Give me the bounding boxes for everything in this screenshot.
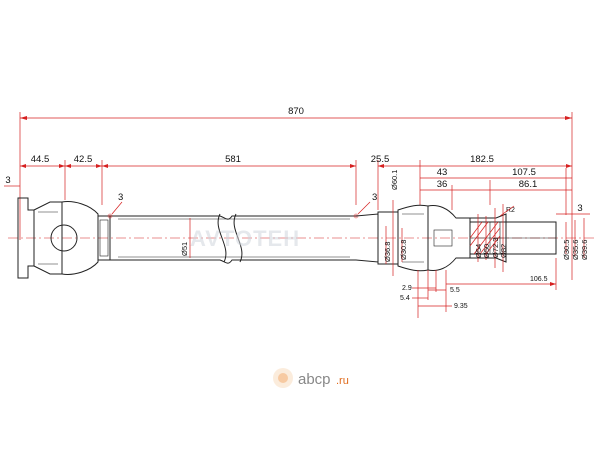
- dim-small-3a: 3: [118, 192, 123, 203]
- dia-30-8: Ø30.8: [399, 240, 408, 260]
- dim-left-3: 3: [5, 175, 10, 186]
- brand-logo: abcp .ru: [273, 368, 349, 388]
- dim-36: 36: [437, 179, 448, 190]
- dia-35-6: Ø35.6: [571, 240, 580, 260]
- tube: Ø51 3 3: [107, 192, 377, 264]
- logo-domain: .ru: [336, 375, 349, 387]
- bottom-dims: 2.9 5.5 5.4 9.35 106.5: [400, 258, 557, 318]
- dim-9-35: 9.35: [454, 303, 468, 310]
- dia-50: Ø50: [482, 244, 491, 258]
- dim-86-1: 86.1: [519, 179, 538, 190]
- dim-right-3: 3: [577, 203, 582, 214]
- dia-82: Ø82: [499, 244, 508, 258]
- dim-yoke: 42.5: [74, 154, 93, 165]
- extension-lines: [19, 112, 573, 280]
- dim-106-5: 106.5: [530, 276, 548, 283]
- dim-5-4: 5.4: [400, 295, 410, 302]
- watermark-text: AVTOTEH: [190, 226, 300, 251]
- flange-yoke: [17, 197, 111, 279]
- dia-54: Ø54: [474, 244, 483, 258]
- overall-dimension: 870: [20, 106, 572, 120]
- dim-overall: 870: [288, 106, 304, 117]
- dim-43: 43: [437, 167, 448, 178]
- dia-72-3: Ø72.3: [491, 238, 500, 258]
- dim-107-5: 107.5: [512, 167, 536, 178]
- dia-39-6: Ø39.6: [580, 240, 589, 260]
- dim-small-3b: 3: [372, 192, 377, 203]
- dim-tube: 581: [225, 154, 241, 165]
- dia-36-8: Ø36.8: [383, 242, 392, 262]
- dia-60-1: Ø60.1: [390, 170, 399, 190]
- dim-weld: 25.5: [371, 154, 390, 165]
- dim-flange: 44.5: [31, 154, 50, 165]
- dia-30-5: Ø30.5: [562, 240, 571, 260]
- tube-diameter: Ø51: [180, 242, 189, 256]
- second-row-dims: 44.5 42.5 581 25.5 182.5 43 107.5 36 86.…: [4, 154, 590, 215]
- slip-yoke: Ø60.1 Ø36.8 Ø30.8 Ø54 Ø50 Ø72.3 Ø82 Ø30.…: [355, 170, 589, 276]
- radius-r2: R2: [506, 207, 515, 214]
- dim-2-9: 2.9: [402, 285, 412, 292]
- logo-name: abcp: [298, 371, 331, 388]
- dim-5-5: 5.5: [450, 287, 460, 294]
- dim-slip: 182.5: [470, 154, 494, 165]
